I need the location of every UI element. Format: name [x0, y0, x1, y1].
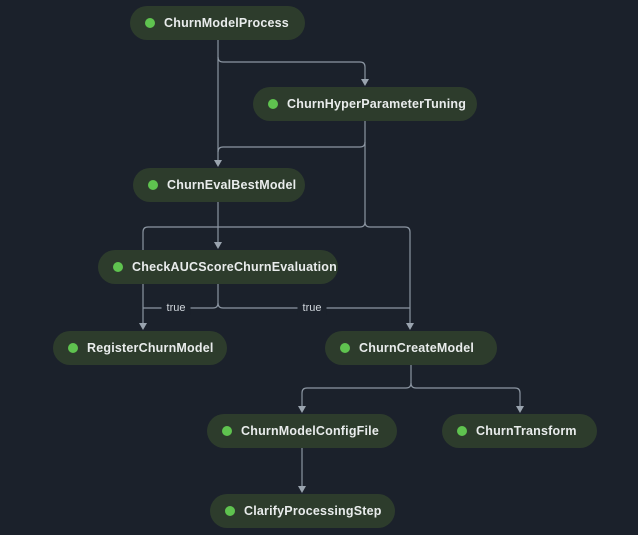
node-churn-create-model[interactable]: ChurnCreateModel: [325, 331, 497, 365]
node-label: ChurnTransform: [476, 424, 577, 438]
edge-create-to-config-and-transform: [298, 365, 524, 413]
node-clarify-processing-step[interactable]: ClarifyProcessingStep: [210, 494, 395, 528]
edge-eval-to-check: [214, 202, 222, 249]
node-churn-model-config-file[interactable]: ChurnModelConfigFile: [207, 414, 397, 448]
node-label: ChurnEvalBestModel: [167, 178, 297, 192]
node-label: ClarifyProcessingStep: [244, 504, 382, 518]
node-label: ChurnCreateModel: [359, 341, 475, 355]
edge-label-true-right: true: [297, 301, 327, 315]
status-succeeded-icon: [68, 343, 78, 353]
status-succeeded-icon: [340, 343, 350, 353]
node-label: RegisterChurnModel: [87, 341, 214, 355]
edge-check-true-branches: [143, 284, 410, 309]
arrowhead-icon: [298, 406, 306, 413]
node-label: CheckAUCScoreChurnEvaluation: [132, 260, 337, 274]
arrowhead-icon: [361, 79, 369, 86]
edge-tuning-to-register-and-create: [139, 121, 414, 330]
node-churn-model-process[interactable]: ChurnModelProcess: [130, 6, 305, 40]
status-succeeded-icon: [457, 426, 467, 436]
node-churn-transform[interactable]: ChurnTransform: [442, 414, 597, 448]
node-check-auc-score-churn-evaluation[interactable]: CheckAUCScoreChurnEvaluation: [98, 250, 338, 284]
arrowhead-icon: [214, 242, 222, 249]
status-succeeded-icon: [113, 262, 123, 272]
node-label: ChurnModelConfigFile: [241, 424, 380, 438]
node-churn-hyper-parameter-tuning[interactable]: ChurnHyperParameterTuning: [253, 87, 477, 121]
node-label: ChurnModelProcess: [164, 16, 289, 30]
node-label: ChurnHyperParameterTuning: [287, 97, 467, 111]
edge-process-to-tuning: [217, 56, 369, 86]
node-register-churn-model[interactable]: RegisterChurnModel: [53, 331, 227, 365]
node-churn-eval-best-model[interactable]: ChurnEvalBestModel: [133, 168, 305, 202]
edge-label-true-left: true: [161, 301, 191, 315]
arrowhead-icon: [139, 323, 147, 330]
status-succeeded-icon: [225, 506, 235, 516]
arrowhead-icon: [516, 406, 524, 413]
arrowhead-icon: [214, 160, 222, 167]
edge-tuning-to-eval: [217, 141, 366, 153]
status-succeeded-icon: [148, 180, 158, 190]
status-succeeded-icon: [145, 18, 155, 28]
status-succeeded-icon: [222, 426, 232, 436]
arrowhead-icon: [298, 486, 306, 493]
arrowhead-icon: [406, 323, 414, 330]
edge-config-to-clarify: [298, 448, 306, 493]
status-succeeded-icon: [268, 99, 278, 109]
